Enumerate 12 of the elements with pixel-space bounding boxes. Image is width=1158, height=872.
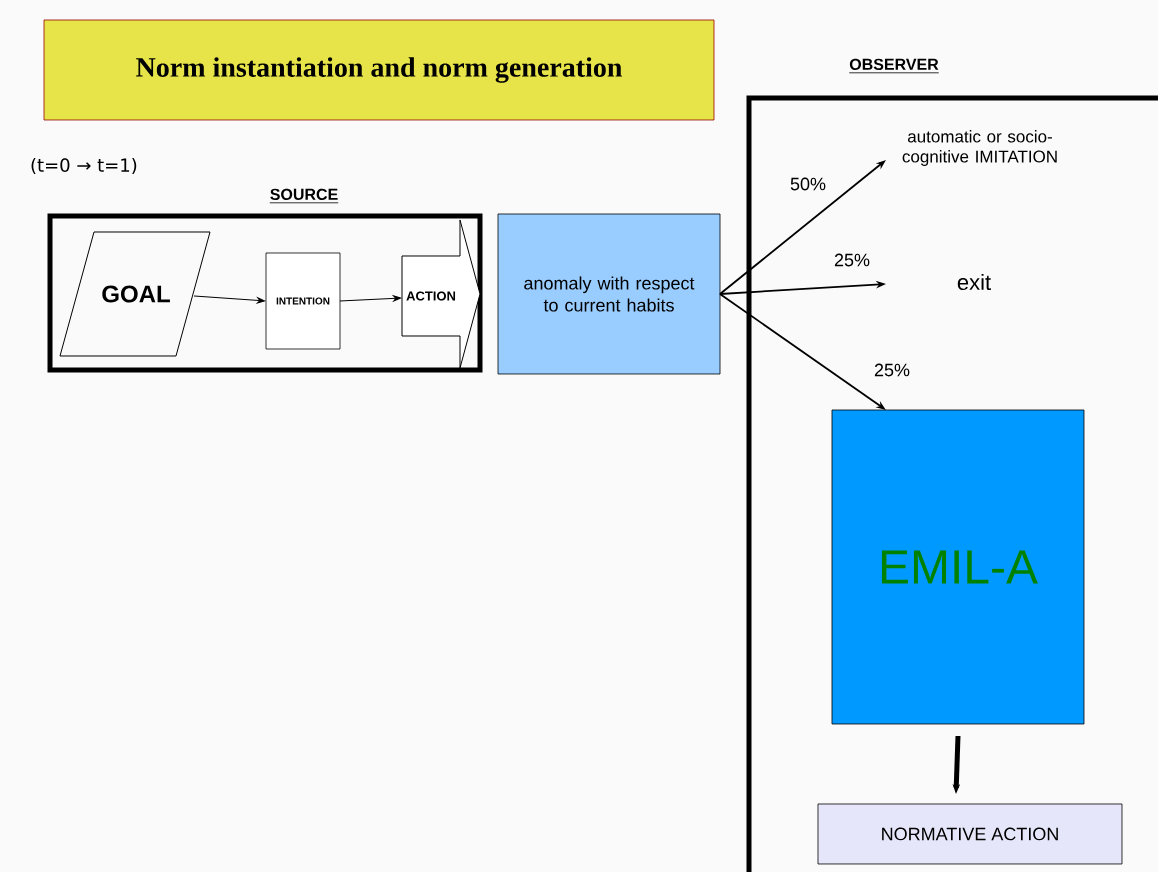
- goal-parallelogram: GOAL: [59, 231, 211, 357]
- arrow: [193, 295, 266, 304]
- box-heading: OBSERVER: [848, 58, 940, 74]
- normative-action-box: NORMATIVE ACTION: [817, 803, 1123, 865]
- emil-box: EMIL-A: [831, 409, 1085, 725]
- imitation-text: automatic or socio-cognitive IMITATION: [902, 130, 1057, 166]
- anomaly-box: anomaly with respect to current habits: [497, 213, 721, 375]
- title-box: Norm instantiation and norm generation: [43, 19, 715, 121]
- box-heading: SOURCE: [269, 188, 339, 204]
- time-label: (t=0 → t=1): [31, 157, 137, 174]
- exit-text: exit: [957, 273, 991, 291]
- arrow: [339, 295, 402, 302]
